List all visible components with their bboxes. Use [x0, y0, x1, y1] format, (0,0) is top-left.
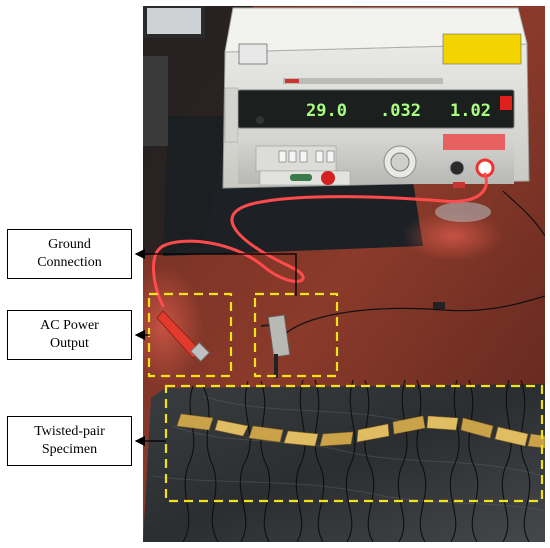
current-readout: .032: [380, 101, 421, 121]
ac-power-output-label-line2: Output: [50, 336, 89, 351]
ground-connection-label-line1: Ground: [48, 237, 91, 252]
test-setup-photo: 29.0 .032 1.02: [143, 6, 545, 542]
twisted-pair-specimen-label-line1: Twisted-pair: [34, 424, 105, 439]
ac-power-output-label: AC Power Output: [7, 310, 132, 360]
twisted-pair-specimen-label: Twisted-pair Specimen: [7, 416, 132, 466]
ground-connection-label-line2: Connection: [37, 255, 102, 270]
voltage-readout: 29.0: [306, 101, 347, 121]
time-readout: 1.02: [450, 101, 491, 121]
ground-highlight: [253, 292, 339, 378]
ground-connection-label: Ground Connection: [7, 229, 132, 279]
twisted-pair-specimen-label-line2: Specimen: [41, 442, 98, 457]
specimen-highlight: [164, 384, 544, 503]
ac-power-output-label-line1: AC Power: [40, 318, 99, 333]
